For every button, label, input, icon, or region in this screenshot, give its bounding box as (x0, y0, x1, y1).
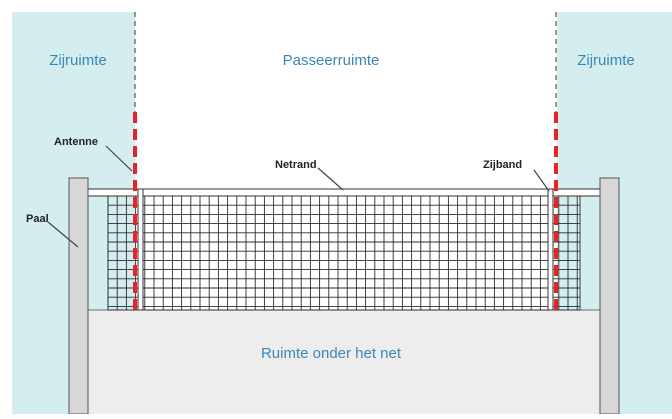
zijband-label: Zijband (483, 159, 522, 171)
zijruimte-right-label: Zijruimte (577, 52, 635, 69)
ruimte-onder-label: Ruimte onder het net (261, 345, 402, 362)
net-top-band (87, 188, 601, 197)
antenne-leader (105, 145, 133, 172)
netrand-label: Netrand (275, 159, 317, 171)
passeerruimte-label: Passeerruimte (283, 52, 380, 69)
space-under-net (88, 310, 600, 414)
paal-leader (47, 221, 79, 248)
zijband-leader (533, 169, 550, 192)
side-band-right (547, 188, 554, 311)
side-band-left (137, 188, 144, 311)
net-mesh (107, 195, 581, 311)
antenne-label: Antenne (54, 136, 98, 148)
zijruimte-left-label: Zijruimte (49, 52, 107, 69)
netrand-leader (317, 167, 344, 191)
paal-label: Paal (26, 213, 49, 225)
post-left (68, 177, 89, 415)
net-frame (87, 188, 601, 311)
post-right (599, 177, 620, 415)
